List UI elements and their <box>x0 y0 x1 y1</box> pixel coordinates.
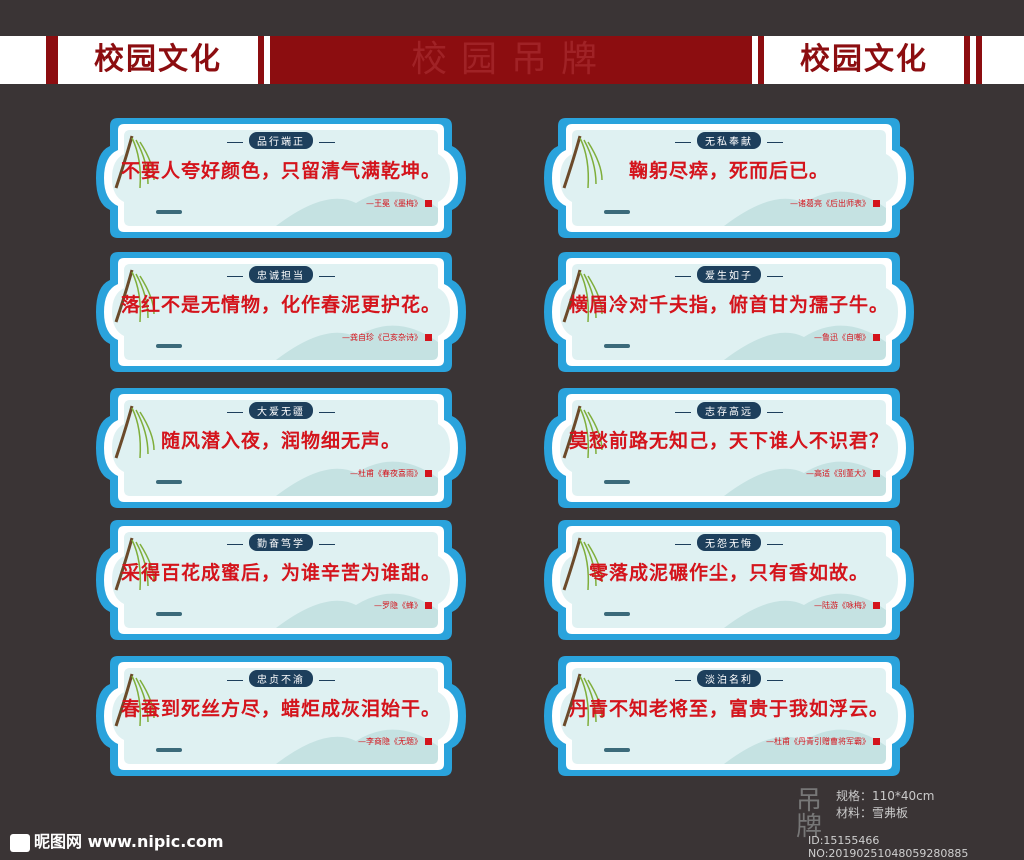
sign-tag: 大爱无疆 <box>96 402 466 419</box>
sign-board: 忠贞不渝 春蚕到死丝方尽，蜡炬成灰泪始干。 —李商隐《无题》 <box>96 656 466 776</box>
sign-verse: 横眉冷对千夫指，俯首甘为孺子牛。 <box>568 294 889 316</box>
sign-frame <box>96 656 466 776</box>
sign-attribution: —龚自珍《己亥杂诗》 <box>342 332 432 343</box>
sign-board: 无私奉献 鞠躬尽瘁，死而后已。 —诸葛亮《后出师表》 <box>544 118 914 238</box>
seal-icon <box>425 334 432 341</box>
seal-icon <box>873 334 880 341</box>
sign-frame <box>544 520 914 640</box>
sign-tag-label: 忠贞不渝 <box>249 670 313 687</box>
header-right-title: 校园文化 <box>758 36 970 84</box>
seal-icon <box>425 738 432 745</box>
seal-icon <box>873 200 880 207</box>
spec-size: 规格：110*40cm <box>836 789 935 803</box>
header-edge-right <box>976 36 1024 84</box>
sign-verse: 莫愁前路无知己，天下谁人不识君？ <box>568 430 889 452</box>
sign-board: 勤奋笃学 采得百花成蜜后，为谁辛苦为谁甜。 —罗隐《蜂》 <box>96 520 466 640</box>
sign-attribution: —李商隐《无题》 <box>358 736 432 747</box>
sign-board: 淡泊名利 丹青不知老将至，富贵于我如浮云。 —杜甫《丹青引赠曹将军霸》 <box>544 656 914 776</box>
seal-icon <box>873 602 880 609</box>
sign-frame <box>544 252 914 372</box>
sign-frame <box>544 388 914 508</box>
sign-attribution: —高适《别董大》 <box>806 468 880 479</box>
header-left-title: 校园文化 <box>52 36 264 84</box>
sign-frame <box>96 252 466 372</box>
sign-board: 爱生如子 横眉冷对千夫指，俯首甘为孺子牛。 —鲁迅《自嘲》 <box>544 252 914 372</box>
sign-verse: 丹青不知老将至，富贵于我如浮云。 <box>568 698 889 720</box>
header-band: 校园文化 校园吊牌 校园文化 <box>0 36 1024 84</box>
sign-tag: 勤奋笃学 <box>96 534 466 551</box>
sign-frame <box>96 520 466 640</box>
sign-tag: 无怨无悔 <box>544 534 914 551</box>
watermark: 昵图网 www.nipic.com <box>10 828 224 852</box>
sign-frame <box>96 388 466 508</box>
sign-board: 志存高远 莫愁前路无知己，天下谁人不识君？ —高适《别董大》 <box>544 388 914 508</box>
sign-attribution: —诸葛亮《后出师表》 <box>790 198 880 209</box>
sign-verse: 落红不是无情物，化作春泥更护花。 <box>120 294 441 316</box>
sign-tag: 爱生如子 <box>544 266 914 283</box>
sign-tag-label: 大爱无疆 <box>249 402 313 419</box>
seal-icon <box>425 602 432 609</box>
header-center-title: 校园吊牌 <box>270 36 752 84</box>
sign-tag-label: 淡泊名利 <box>697 670 761 687</box>
sign-verse: 不要人夸好颜色，只留清气满乾坤。 <box>120 160 441 182</box>
spec-block: 吊牌 规格：110*40cm 材料：雪弗板 <box>796 788 935 840</box>
sign-tag-label: 爱生如子 <box>697 266 761 283</box>
sign-tag-label: 品行端正 <box>249 132 313 149</box>
sign-tag: 品行端正 <box>96 132 466 149</box>
sign-tag-label: 无私奉献 <box>697 132 761 149</box>
sign-tag: 志存高远 <box>544 402 914 419</box>
header-edge-left <box>0 36 52 84</box>
sign-attribution: —鲁迅《自嘲》 <box>814 332 880 343</box>
watermark-text: 昵图网 www.nipic.com <box>34 832 224 851</box>
spec-material: 材料：雪弗板 <box>836 806 909 820</box>
sign-attribution: —杜甫《春夜喜雨》 <box>350 468 432 479</box>
sign-tag: 忠诚担当 <box>96 266 466 283</box>
sign-verse: 春蚕到死丝方尽，蜡炬成灰泪始干。 <box>120 698 441 720</box>
sign-tag-label: 忠诚担当 <box>249 266 313 283</box>
sign-tag-label: 无怨无悔 <box>697 534 761 551</box>
sign-frame <box>96 118 466 238</box>
sign-tag: 无私奉献 <box>544 132 914 149</box>
spec-badge: 吊牌 <box>796 786 823 842</box>
sign-tag: 淡泊名利 <box>544 670 914 687</box>
sign-verse: 零落成泥碾作尘，只有香如故。 <box>588 562 869 584</box>
seal-icon <box>873 738 880 745</box>
sign-board: 大爱无疆 随风潜入夜，润物细无声。 —杜甫《春夜喜雨》 <box>96 388 466 508</box>
nipic-logo-icon <box>10 833 30 852</box>
id-line: ID:15155466 NO:20190251048059280885 <box>808 834 969 860</box>
seal-icon <box>425 470 432 477</box>
seal-icon <box>425 200 432 207</box>
sign-board: 无怨无悔 零落成泥碾作尘，只有香如故。 —陆游《咏梅》 <box>544 520 914 640</box>
sign-verse: 鞠躬尽瘁，死而后已。 <box>628 160 829 182</box>
sign-verse: 采得百花成蜜后，为谁辛苦为谁甜。 <box>120 562 441 584</box>
sign-tag-label: 志存高远 <box>697 402 761 419</box>
sign-tag: 忠贞不渝 <box>96 670 466 687</box>
sign-attribution: —王冕《墨梅》 <box>366 198 432 209</box>
seal-icon <box>873 470 880 477</box>
sign-attribution: —陆游《咏梅》 <box>814 600 880 611</box>
sign-attribution: —罗隐《蜂》 <box>374 600 432 611</box>
sign-verse: 随风潜入夜，润物细无声。 <box>160 430 401 452</box>
sign-board: 品行端正 不要人夸好颜色，只留清气满乾坤。 —王冕《墨梅》 <box>96 118 466 238</box>
sign-frame <box>544 656 914 776</box>
sign-tag-label: 勤奋笃学 <box>249 534 313 551</box>
sign-attribution: —杜甫《丹青引赠曹将军霸》 <box>766 736 880 747</box>
sign-board: 忠诚担当 落红不是无情物，化作春泥更护花。 —龚自珍《己亥杂诗》 <box>96 252 466 372</box>
sign-frame <box>544 118 914 238</box>
